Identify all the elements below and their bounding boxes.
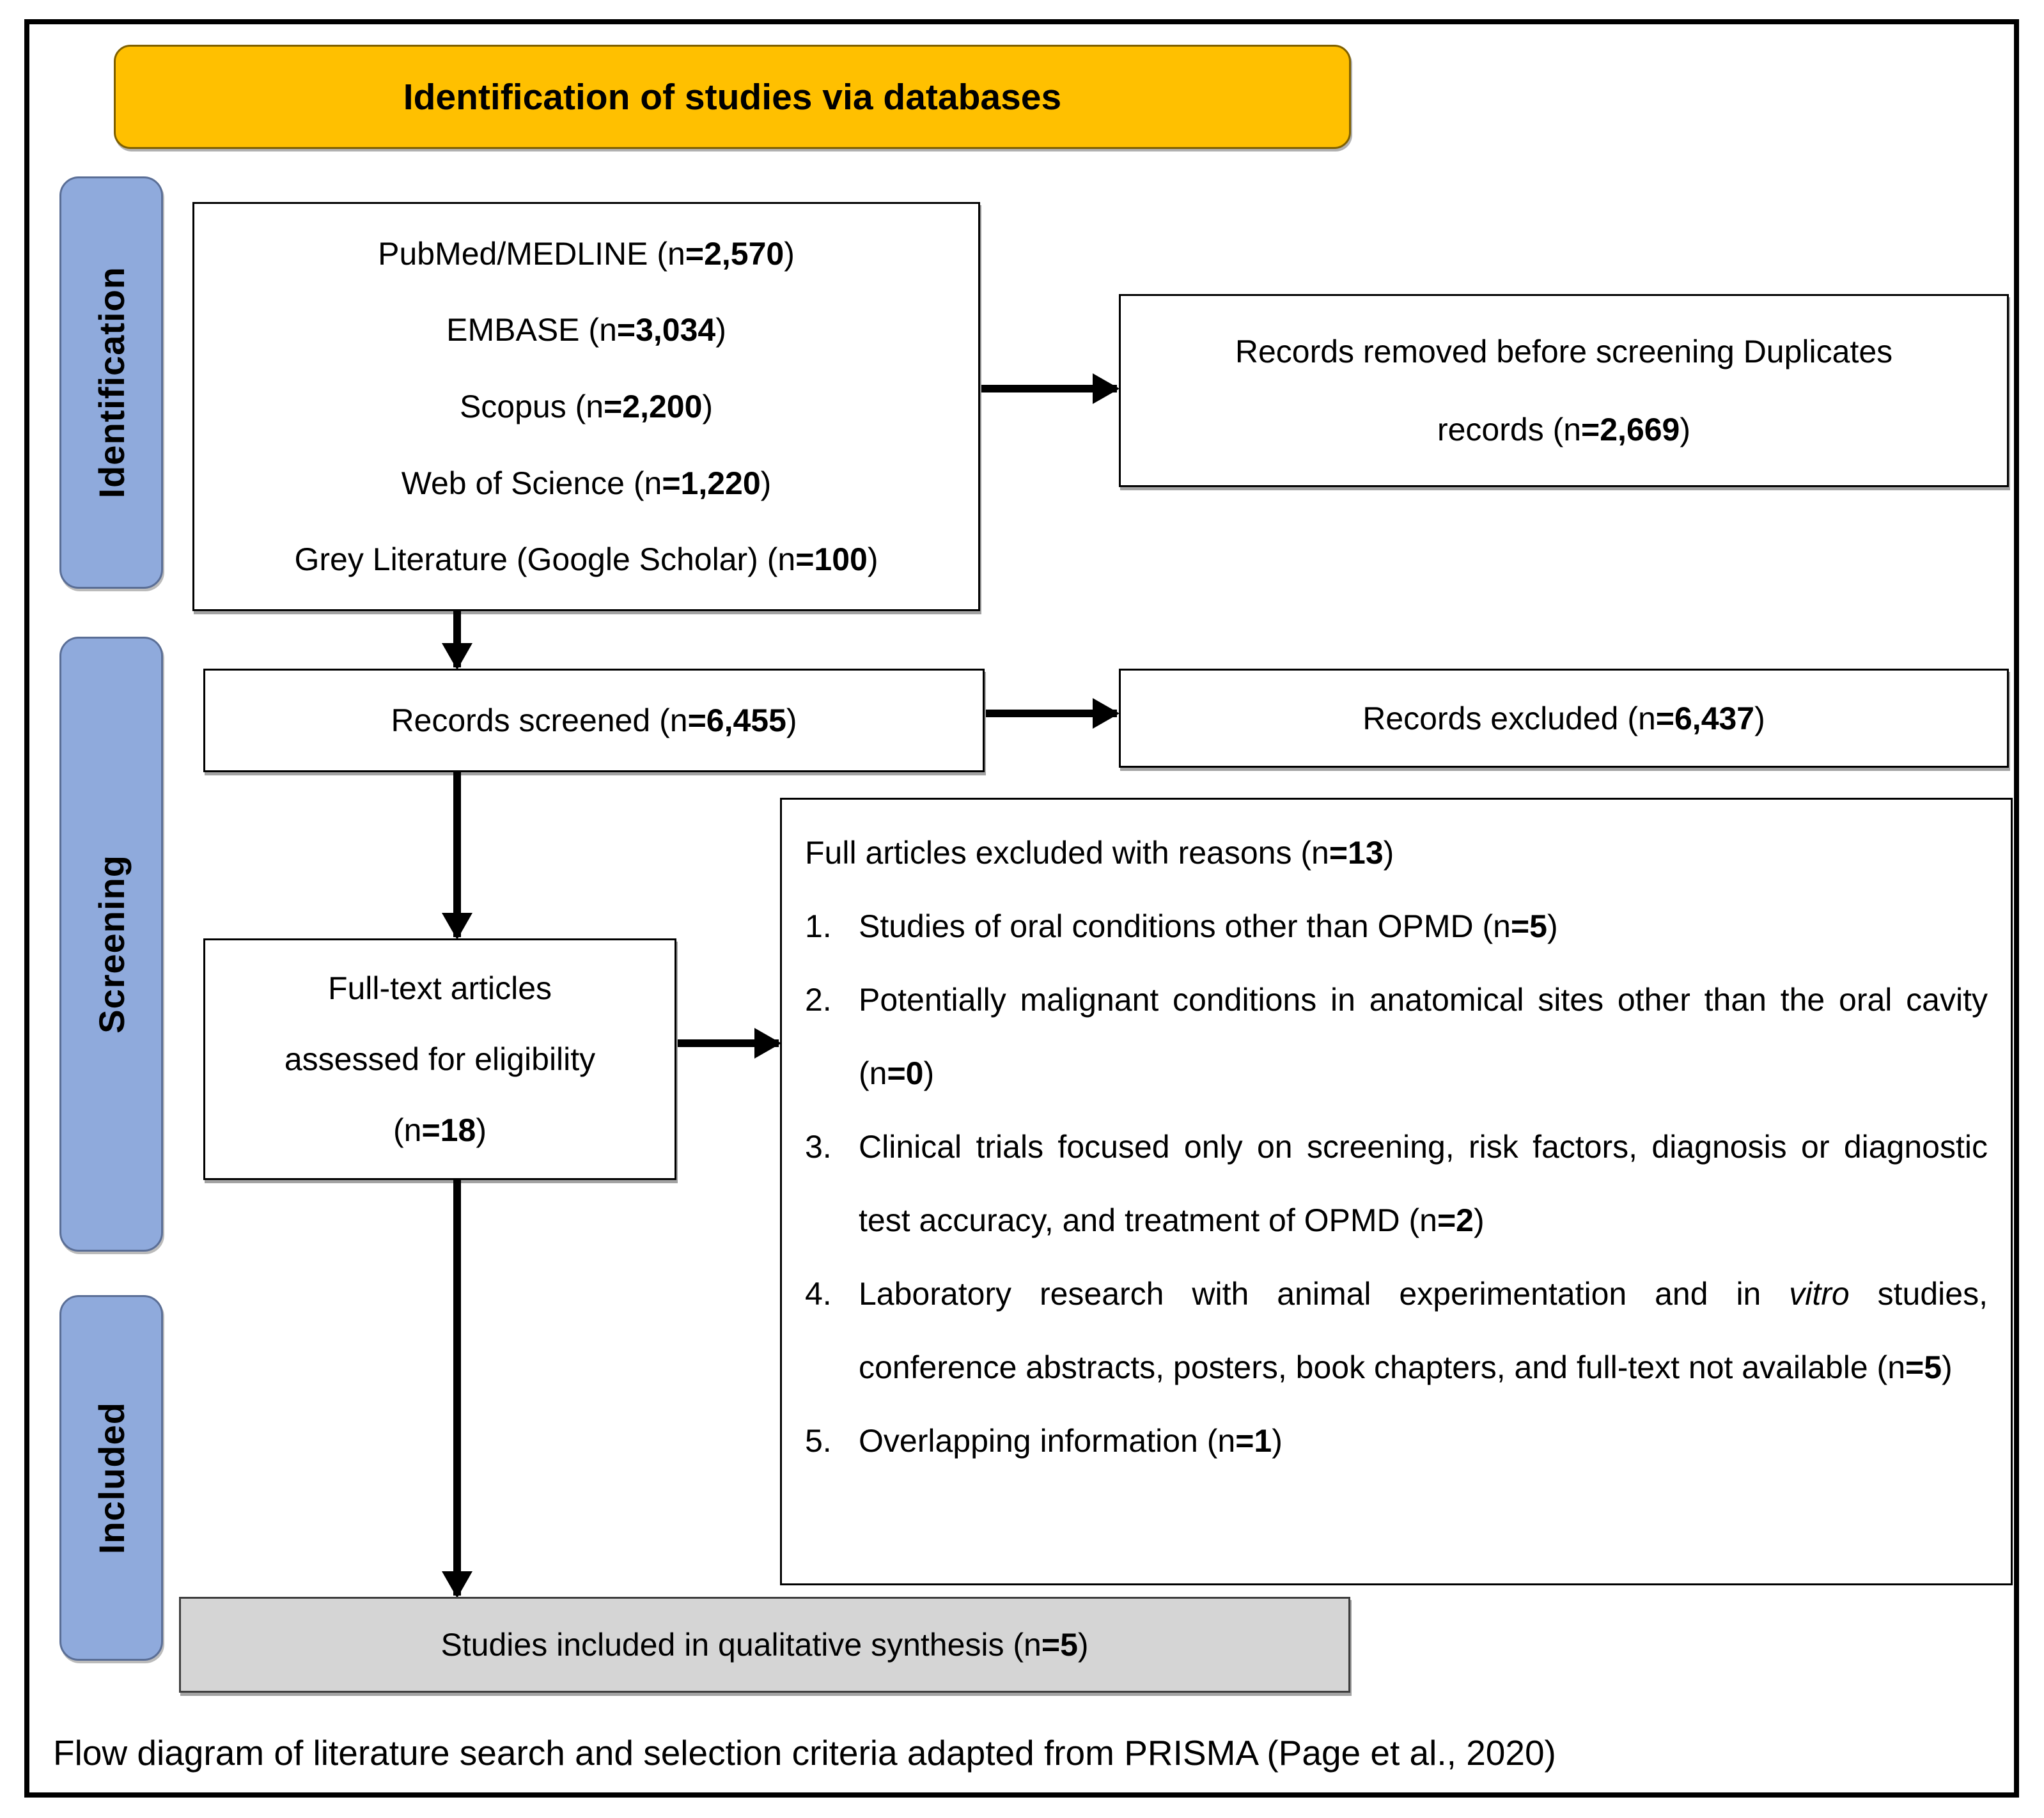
records-screened-box: Records screened (n=6,455)	[203, 669, 985, 772]
databases-box: PubMed/MEDLINE (n=2,570) EMBASE (n=3,034…	[192, 202, 980, 611]
arrow-fulltext-to-included	[453, 1180, 461, 1596]
fulltext-line: Full-text articles	[327, 970, 552, 1007]
database-line: Grey Literature (Google Scholar) (n=100)	[294, 541, 878, 578]
database-line: Scopus (n=2,200)	[459, 388, 714, 424]
records-removed-line: records (n=2,669)	[1437, 412, 1691, 447]
exclusion-reasons-header: Full articles excluded with reasons (n=1…	[805, 835, 1394, 871]
database-line: Web of Science (n=1,220)	[401, 465, 772, 501]
studies-included-box: Studies included in qualitative synthesi…	[179, 1597, 1350, 1693]
database-line: PubMed/MEDLINE (n=2,570)	[378, 235, 795, 272]
exclusion-reason-text: Laboratory research with animal experime…	[859, 1276, 1988, 1385]
records-screened-line: Records screened (n=6,455)	[391, 703, 797, 738]
studies-included-line: Studies included in qualitative synthesi…	[441, 1627, 1089, 1663]
exclusion-reason-text: Potentially malignant conditions in anat…	[859, 982, 1988, 1091]
exclusion-reason-text: Studies of oral conditions other than OP…	[859, 908, 1558, 944]
fulltext-line: assessed for eligibility	[284, 1041, 596, 1077]
records-excluded-box: Records excluded (n=6,437)	[1119, 669, 2009, 768]
exclusion-reason-text: Overlapping information (n=1)	[859, 1423, 1283, 1459]
arrow-databases-to-screened	[453, 611, 461, 667]
exclusion-reason-item: 3. Clinical trials focused only on scree…	[805, 1110, 1988, 1257]
fulltext-assessed-box: Full-text articles assessed for eligibil…	[203, 938, 676, 1180]
records-removed-box: Records removed before screening Duplica…	[1119, 294, 2009, 487]
exclusion-reason-item: 5. Overlapping information (n=1)	[805, 1404, 1988, 1478]
arrow-databases-to-removed	[981, 385, 1117, 392]
exclusion-reasons-box: Full articles excluded with reasons (n=1…	[780, 798, 2013, 1585]
exclusion-reason-number: 3.	[805, 1129, 832, 1165]
records-excluded-line: Records excluded (n=6,437)	[1362, 700, 1765, 736]
exclusion-reason-text: Clinical trials focused only on screenin…	[859, 1129, 1988, 1238]
exclusion-reason-number: 4.	[805, 1276, 832, 1312]
arrow-screened-to-fulltext	[453, 772, 461, 937]
stage-label-screening-text: Screening	[91, 855, 132, 1034]
figure-caption: Flow diagram of literature search and se…	[53, 1733, 1556, 1773]
records-removed-line: Records removed before screening Duplica…	[1235, 333, 1893, 369]
exclusion-reason-number: 2.	[805, 982, 832, 1018]
arrow-screened-to-excluded	[986, 710, 1117, 717]
database-line: EMBASE (n=3,034)	[446, 312, 726, 348]
diagram-border: Identification of studies via databases …	[24, 19, 2019, 1798]
stage-label-screening: Screening	[59, 637, 163, 1252]
exclusion-reason-item: 4. Laboratory research with animal exper…	[805, 1257, 1988, 1404]
stage-label-included-text: Included	[91, 1401, 132, 1555]
title-text: Identification of studies via databases	[403, 76, 1062, 118]
exclusion-reason-number: 1.	[805, 908, 832, 944]
stage-label-identification: Identification	[59, 176, 163, 589]
title-banner: Identification of studies via databases	[114, 45, 1351, 149]
stage-label-identification-text: Identification	[91, 267, 132, 499]
exclusion-reason-number: 5.	[805, 1423, 832, 1459]
exclusion-reason-item: 1. Studies of oral conditions other than…	[805, 890, 1988, 963]
arrow-fulltext-to-reasons	[678, 1039, 779, 1047]
exclusion-reason-item: 2. Potentially malignant conditions in a…	[805, 963, 1988, 1110]
stage-label-included: Included	[59, 1295, 163, 1661]
fulltext-line: (n=18)	[393, 1112, 487, 1148]
